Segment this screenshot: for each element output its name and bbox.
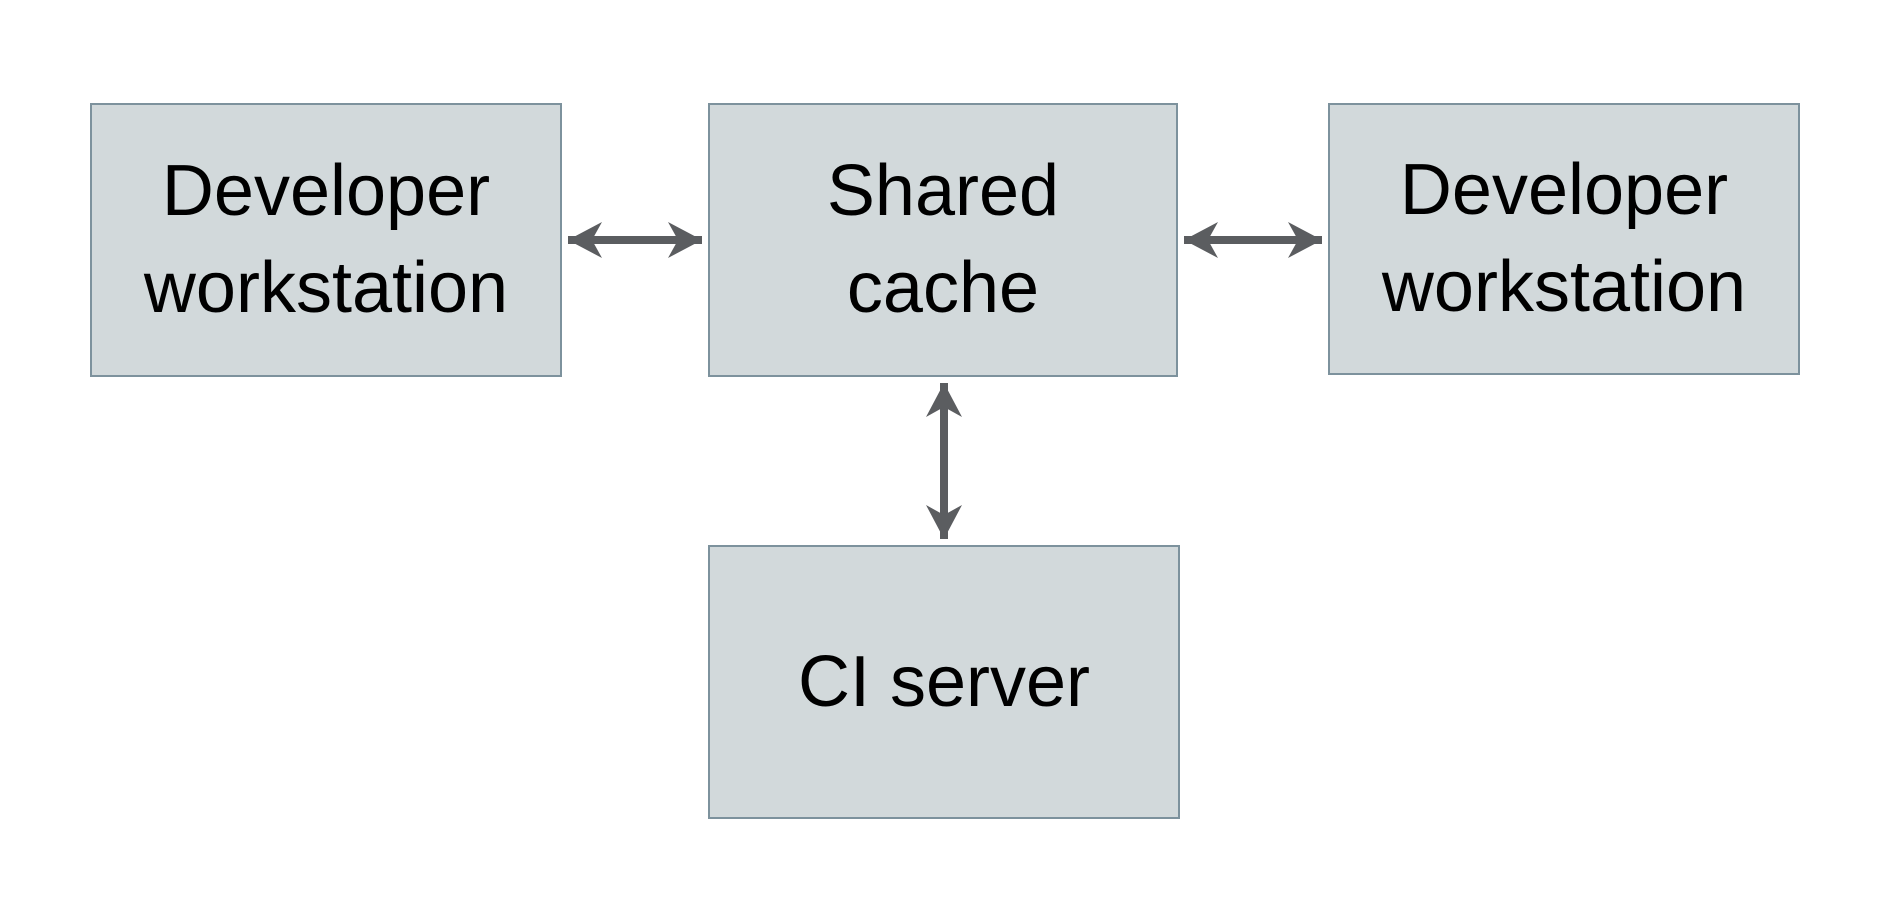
node-label: Developer <box>1399 150 1729 230</box>
node-label: Developer <box>161 151 491 231</box>
node-shared-cache: Shared cache <box>708 103 1178 377</box>
node-developer-workstation-right: Developer workstation <box>1328 103 1800 375</box>
node-label: Shared <box>826 151 1060 231</box>
node-label: workstation <box>143 248 509 328</box>
node-developer-workstation-left: Developer workstation <box>90 103 562 377</box>
node-label: CI server <box>797 641 1091 722</box>
node-label: workstation <box>1381 247 1747 327</box>
node-label: cache <box>846 248 1040 328</box>
node-ci-server: CI server <box>708 545 1180 819</box>
